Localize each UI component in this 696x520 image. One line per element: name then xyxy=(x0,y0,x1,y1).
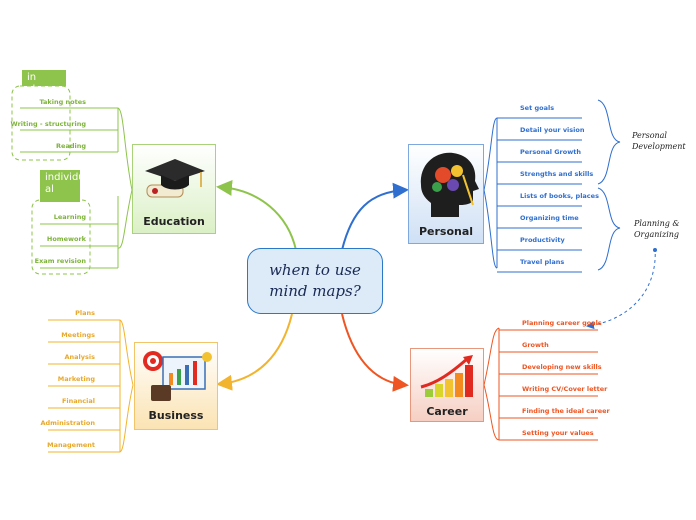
education-item[interactable]: Taking notes xyxy=(39,98,86,106)
business-item[interactable]: Management xyxy=(47,441,95,449)
education-title: Education xyxy=(143,215,205,228)
education-item[interactable]: Homework xyxy=(46,235,86,243)
personal-item[interactable]: Travel plans xyxy=(520,258,565,266)
personal-item[interactable]: Organizing time xyxy=(520,214,579,222)
education-item[interactable]: Learning xyxy=(53,213,86,221)
in-class-group xyxy=(11,85,71,161)
in-class-tag: in class xyxy=(22,70,66,95)
career-item[interactable]: Writing CV/Cover letter xyxy=(522,385,608,393)
business-node[interactable]: Business xyxy=(134,342,218,430)
personal-item[interactable]: Detail your vision xyxy=(520,126,585,134)
career-item[interactable]: Developing new skills xyxy=(522,363,602,371)
business-item[interactable]: Meetings xyxy=(61,331,95,339)
business-item[interactable]: Plans xyxy=(75,309,95,317)
education-item[interactable]: Exam revision xyxy=(34,257,86,265)
business-item[interactable]: Analysis xyxy=(64,353,95,361)
career-item[interactable]: Planning career goals xyxy=(522,319,602,327)
central-topic[interactable]: when to use mind maps? xyxy=(247,248,383,314)
link-personal xyxy=(341,182,409,251)
personal-item[interactable]: Strengths and skills xyxy=(520,170,594,178)
career-item[interactable]: Finding the ideal career xyxy=(522,407,610,415)
central-topic-line1: when to use xyxy=(269,261,361,279)
link-career xyxy=(341,313,409,392)
education-branches xyxy=(20,107,133,269)
education-item[interactable]: Reading xyxy=(56,142,86,150)
education-item[interactable]: Writing - structuring xyxy=(10,120,86,128)
career-title: Career xyxy=(426,405,468,418)
business-icon xyxy=(143,351,212,401)
business-branches xyxy=(48,319,134,453)
planning-organizing-label[interactable]: Planning &Organizing xyxy=(634,219,680,239)
personal-item[interactable]: Productivity xyxy=(520,236,565,244)
career-item[interactable]: Setting your values xyxy=(522,429,594,437)
business-item[interactable]: Administration xyxy=(40,419,95,427)
growth-chart-icon xyxy=(420,355,473,397)
link-education xyxy=(216,179,297,251)
personal-node[interactable]: Personal xyxy=(408,144,484,244)
personal-branches xyxy=(483,99,621,273)
central-topic-line2: mind maps? xyxy=(269,282,361,300)
personal-item[interactable]: Set goals xyxy=(520,104,555,112)
business-item[interactable]: Financial xyxy=(61,397,95,405)
business-item[interactable]: Marketing xyxy=(57,375,95,383)
career-branches xyxy=(483,327,598,441)
graduation-cap-icon xyxy=(145,159,205,198)
career-item[interactable]: Growth xyxy=(522,341,549,349)
personal-title: Personal xyxy=(418,225,474,238)
personal-to-career-link xyxy=(586,247,656,330)
link-business xyxy=(216,313,293,391)
education-node[interactable]: Education xyxy=(132,144,216,234)
business-title: Business xyxy=(148,409,204,422)
personal-item[interactable]: Personal Growth xyxy=(520,148,581,156)
career-node[interactable]: Career xyxy=(410,348,484,422)
head-gears-icon xyxy=(420,152,479,217)
personal-item[interactable]: Lists of books, places xyxy=(520,192,599,200)
